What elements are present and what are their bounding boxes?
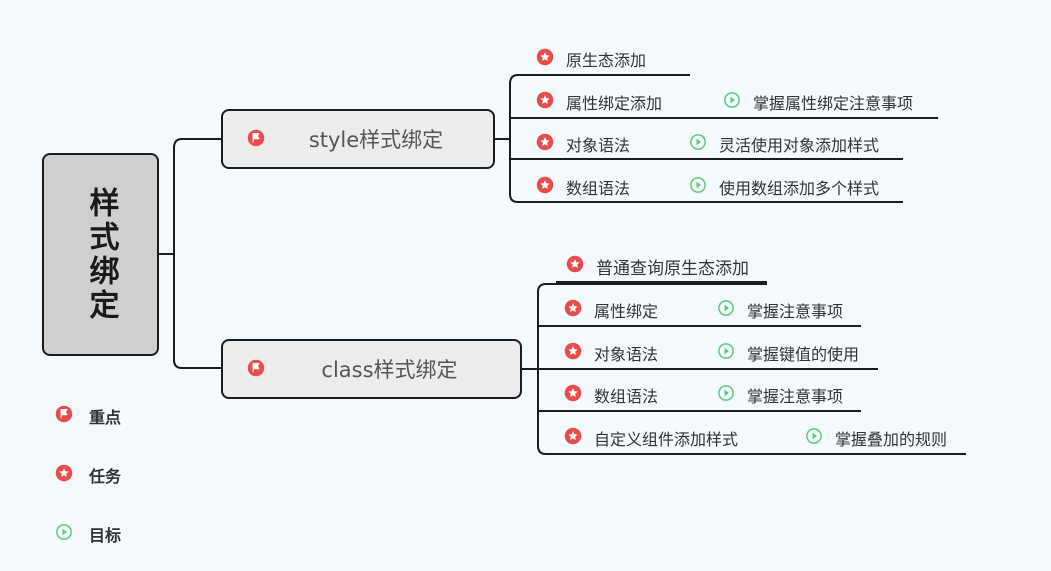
goal-label: 掌握属性绑定注意事项	[753, 94, 914, 113]
task-item[interactable]: 普通查询原生态添加	[566, 254, 749, 279]
goal-item[interactable]: 掌握键值的使用	[717, 341, 859, 365]
flag-icon	[55, 405, 89, 427]
legend-label: 任务	[89, 467, 122, 486]
play-icon	[717, 342, 747, 364]
task-item[interactable]: 数组语法	[564, 383, 658, 407]
star-icon	[564, 384, 594, 406]
task-label: 数组语法	[566, 179, 631, 198]
play-icon	[689, 176, 719, 198]
task-item[interactable]: 属性绑定	[564, 298, 658, 322]
goal-item[interactable]: 掌握叠加的规则	[805, 426, 947, 450]
goal-item[interactable]: 掌握注意事项	[717, 298, 843, 322]
legend-item-task: 任务	[55, 463, 121, 487]
task-label: 普通查询原生态添加	[596, 259, 749, 279]
task-item[interactable]: 原生态添加	[536, 47, 646, 71]
goal-label: 灵活使用对象添加样式	[719, 136, 880, 155]
goal-item[interactable]: 使用数组添加多个样式	[689, 175, 879, 199]
task-label: 属性绑定	[594, 302, 659, 321]
task-label: 属性绑定添加	[566, 94, 663, 113]
star-icon	[564, 299, 594, 321]
play-icon	[717, 299, 747, 321]
task-item[interactable]: 自定义组件添加样式	[564, 426, 738, 450]
legend-item-key-point: 重点	[55, 404, 121, 428]
goal-label: 掌握注意事项	[747, 302, 844, 321]
task-item[interactable]: 对象语法	[536, 132, 630, 156]
star-icon	[564, 427, 594, 449]
star-icon	[536, 176, 566, 198]
flag-icon	[247, 129, 265, 151]
branch-class[interactable]: class样式绑定	[221, 339, 522, 399]
goal-item[interactable]: 灵活使用对象添加样式	[689, 132, 879, 156]
play-icon	[723, 91, 753, 113]
task-label: 数组语法	[594, 387, 659, 406]
star-icon	[536, 133, 566, 155]
play-icon	[55, 523, 89, 545]
goal-label: 掌握注意事项	[747, 387, 844, 406]
root-title: 样式绑定	[83, 186, 119, 323]
task-item[interactable]: 数组语法	[536, 175, 630, 199]
star-icon	[536, 48, 566, 70]
branch-label: style样式绑定	[308, 128, 444, 152]
goal-item[interactable]: 掌握属性绑定注意事项	[723, 90, 913, 114]
task-label: 对象语法	[594, 345, 659, 364]
flag-icon	[247, 359, 265, 381]
star-icon	[564, 342, 594, 364]
legend-item-goal: 目标	[55, 522, 121, 546]
star-icon	[566, 255, 596, 278]
goal-label: 使用数组添加多个样式	[719, 179, 880, 198]
branch-label: class样式绑定	[321, 358, 458, 382]
root-node[interactable]: 样式绑定	[42, 153, 159, 356]
goal-label: 掌握键值的使用	[747, 345, 860, 364]
branch-style[interactable]: style样式绑定	[221, 109, 495, 169]
play-icon	[689, 133, 719, 155]
legend-label: 重点	[89, 408, 122, 427]
star-icon	[536, 91, 566, 113]
play-icon	[717, 384, 747, 406]
goal-label: 掌握叠加的规则	[835, 430, 948, 449]
star-icon	[55, 464, 89, 486]
task-label: 对象语法	[566, 136, 631, 155]
task-item[interactable]: 属性绑定添加	[536, 90, 662, 114]
legend-label: 目标	[89, 526, 122, 545]
goal-item[interactable]: 掌握注意事项	[717, 383, 843, 407]
task-item[interactable]: 对象语法	[564, 341, 658, 365]
play-icon	[805, 427, 835, 449]
task-label: 原生态添加	[566, 51, 647, 70]
task-label: 自定义组件添加样式	[594, 430, 739, 449]
